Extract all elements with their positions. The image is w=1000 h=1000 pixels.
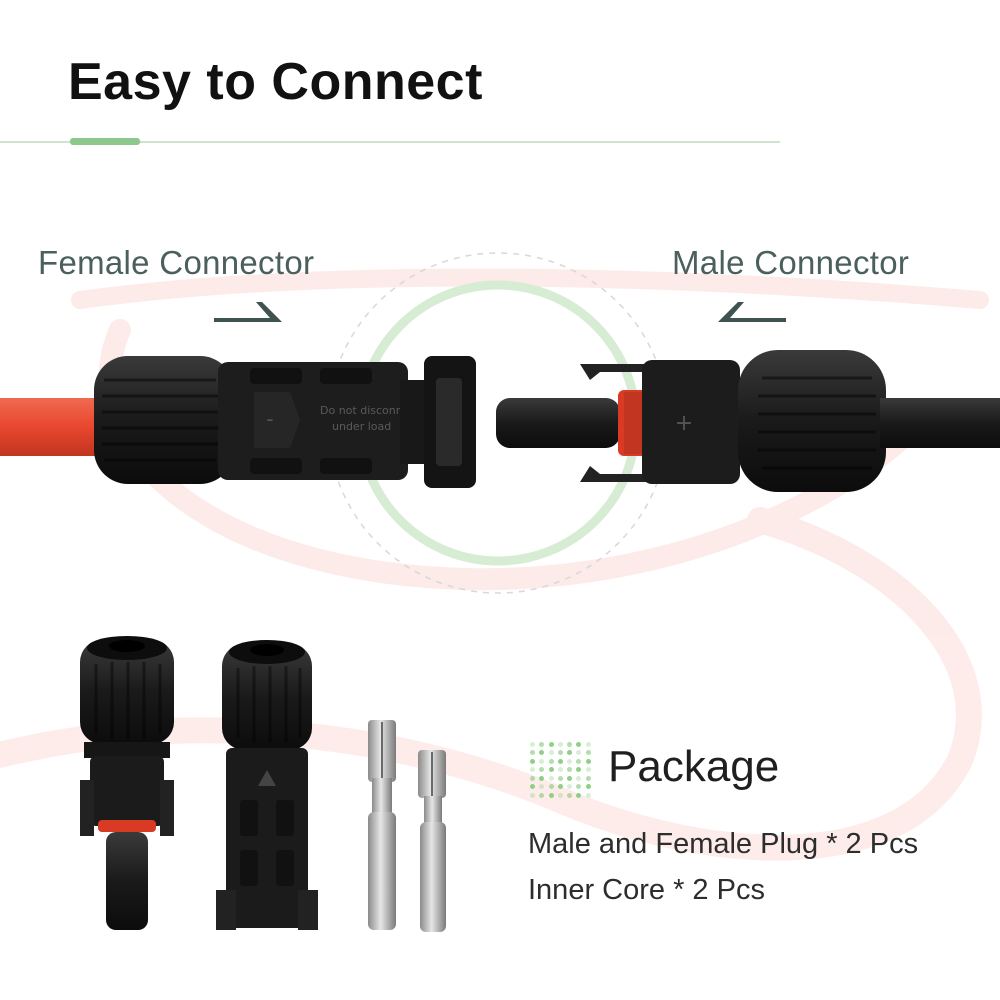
dot	[585, 767, 591, 773]
header-rule	[0, 138, 780, 145]
dot	[585, 784, 591, 790]
package-inner-core-1	[368, 720, 396, 930]
dot	[530, 767, 535, 773]
dot	[576, 767, 582, 773]
svg-text:+: +	[675, 411, 693, 436]
dot	[539, 750, 545, 756]
dot	[557, 792, 563, 798]
page-title: Easy to Connect	[68, 53, 483, 111]
dot	[576, 742, 582, 747]
dot	[548, 742, 554, 747]
dot	[530, 775, 535, 781]
dot	[557, 775, 563, 781]
dot	[548, 758, 554, 764]
package-item: Inner Core * 2 Pcs	[528, 874, 765, 906]
female-connector-label: Female Connector	[38, 244, 315, 281]
male-connector: +	[496, 350, 1000, 492]
dot	[530, 750, 535, 756]
dot	[557, 758, 563, 764]
package-item: Male and Female Plug * 2 Pcs	[528, 828, 919, 860]
dot	[548, 792, 554, 798]
dot	[585, 758, 591, 764]
housing-warning-text: Do not disconnect	[320, 404, 421, 417]
dot	[557, 750, 563, 756]
dot	[585, 792, 591, 798]
dot	[557, 767, 563, 773]
dot	[567, 784, 573, 790]
dot	[539, 775, 545, 781]
dot	[576, 758, 582, 764]
dot	[576, 775, 582, 781]
package-male-plug	[80, 636, 174, 930]
dot	[548, 750, 554, 756]
dot	[539, 792, 545, 798]
dot	[585, 750, 591, 756]
dot	[539, 758, 545, 764]
package-female-plug	[216, 640, 318, 930]
dot	[576, 784, 582, 790]
svg-text:-: -	[266, 407, 273, 431]
dot	[567, 742, 573, 747]
male-connector-label: Male Connector	[672, 244, 910, 281]
housing-warning-text-2: under load	[332, 420, 391, 433]
dot	[585, 742, 591, 747]
dot	[539, 767, 545, 773]
dot	[567, 792, 573, 798]
package-dots-icon	[530, 742, 592, 798]
dot	[567, 758, 573, 764]
dot	[530, 792, 535, 798]
dot	[530, 784, 535, 790]
dot	[530, 758, 535, 764]
package-inner-core-2	[418, 750, 446, 932]
dot	[557, 742, 563, 747]
dot	[548, 775, 554, 781]
dot	[567, 767, 573, 773]
dot	[530, 742, 535, 747]
dot	[557, 784, 563, 790]
dot	[539, 742, 545, 747]
arrow-left-icon	[718, 302, 786, 322]
dot	[567, 750, 573, 756]
female-connector: - Do not disconnect under load	[0, 356, 476, 488]
package-title: Package	[608, 742, 780, 791]
dot	[567, 775, 573, 781]
dot	[548, 767, 554, 773]
dot	[548, 784, 554, 790]
dot	[585, 775, 591, 781]
dot	[576, 750, 582, 756]
dot	[576, 792, 582, 798]
dot	[539, 784, 545, 790]
arrow-right-icon	[214, 302, 282, 322]
